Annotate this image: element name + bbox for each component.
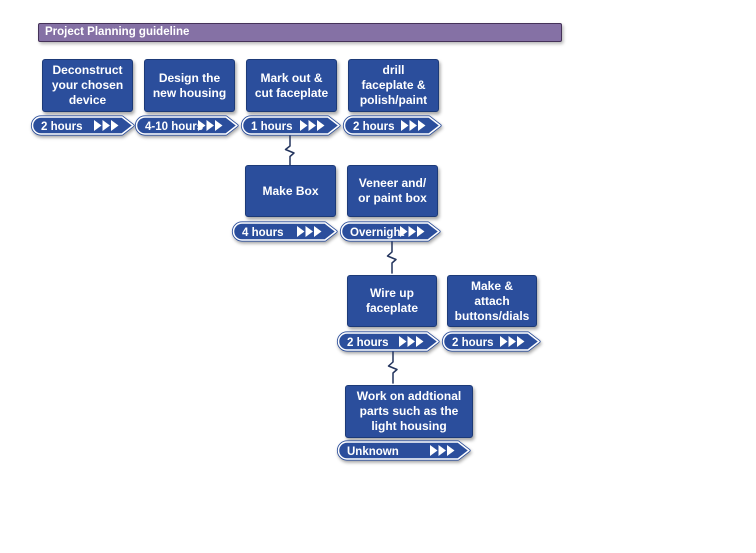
duration-pill-additional: Unknown	[336, 440, 471, 461]
duration-label: 1 hours	[251, 121, 293, 133]
task-box-drill-polish: drill faceplate & polish/paint	[348, 59, 439, 112]
task-box-buttons-dials: Make & attach buttons/dials	[447, 275, 537, 327]
pill-outline	[442, 332, 540, 351]
fast-forward-icon	[430, 445, 455, 456]
pill-outline	[232, 222, 337, 241]
duration-label: 2 hours	[353, 121, 395, 133]
diagram-title: Project Planning guideline	[45, 26, 190, 38]
fast-forward-icon	[399, 336, 424, 347]
task-box-deconstruct-device: Deconstruct your chosen device	[42, 59, 133, 112]
fast-forward-icon	[94, 120, 119, 131]
duration-pill-mark-cut: 1 hours	[240, 115, 341, 136]
task-box-make-box: Make Box	[245, 165, 336, 217]
pill-outline	[241, 116, 340, 135]
zigzag-line	[387, 351, 398, 384]
task-box-mark-cut-faceplate: Mark out & cut faceplate	[246, 59, 337, 112]
fast-forward-icon	[500, 336, 525, 347]
fast-forward-icon	[198, 120, 223, 131]
duration-pill-drill: 2 hours	[342, 115, 442, 136]
zigzag-connector-1	[284, 135, 295, 167]
zigzag-line	[386, 241, 397, 274]
duration-label: 2 hours	[347, 337, 389, 349]
duration-label: 2 hours	[452, 337, 494, 349]
duration-pill-wire: 2 hours	[336, 331, 440, 352]
task-box-additional-parts: Work on addtional parts such as the ligh…	[345, 385, 473, 438]
pill-outline	[337, 441, 470, 460]
pill-outline	[337, 332, 439, 351]
pill-outline	[343, 116, 441, 135]
duration-label: 4 hours	[242, 227, 284, 239]
duration-label: 2 hours	[41, 121, 83, 133]
pill-outline	[31, 116, 134, 135]
duration-pill-deconstruct: 2 hours	[30, 115, 135, 136]
task-box-veneer-paint: Veneer and/ or paint box	[347, 165, 438, 217]
duration-label: Unknown	[347, 446, 399, 458]
diagram-title-bar: Project Planning guideline	[38, 23, 562, 42]
duration-pill-design: 4-10 hours	[134, 115, 239, 136]
task-box-design-housing: Design the new housing	[144, 59, 235, 112]
duration-pill-make-box: 4 hours	[231, 221, 338, 242]
pill-outline	[135, 116, 238, 135]
duration-label: Overnight	[350, 227, 404, 239]
duration-label: 4-10 hours	[145, 121, 203, 133]
task-box-wire-faceplate: Wire up faceplate	[347, 275, 437, 327]
duration-pill-veneer: Overnight	[339, 221, 441, 242]
zigzag-connector-2	[386, 241, 397, 274]
duration-pill-buttons: 2 hours	[441, 331, 541, 352]
zigzag-connector-3	[387, 351, 398, 384]
pill-outline	[340, 222, 440, 241]
fast-forward-icon	[401, 120, 426, 131]
fast-forward-icon	[300, 120, 325, 131]
fast-forward-icon	[297, 226, 322, 237]
zigzag-line	[284, 135, 295, 167]
fast-forward-icon	[400, 226, 425, 237]
